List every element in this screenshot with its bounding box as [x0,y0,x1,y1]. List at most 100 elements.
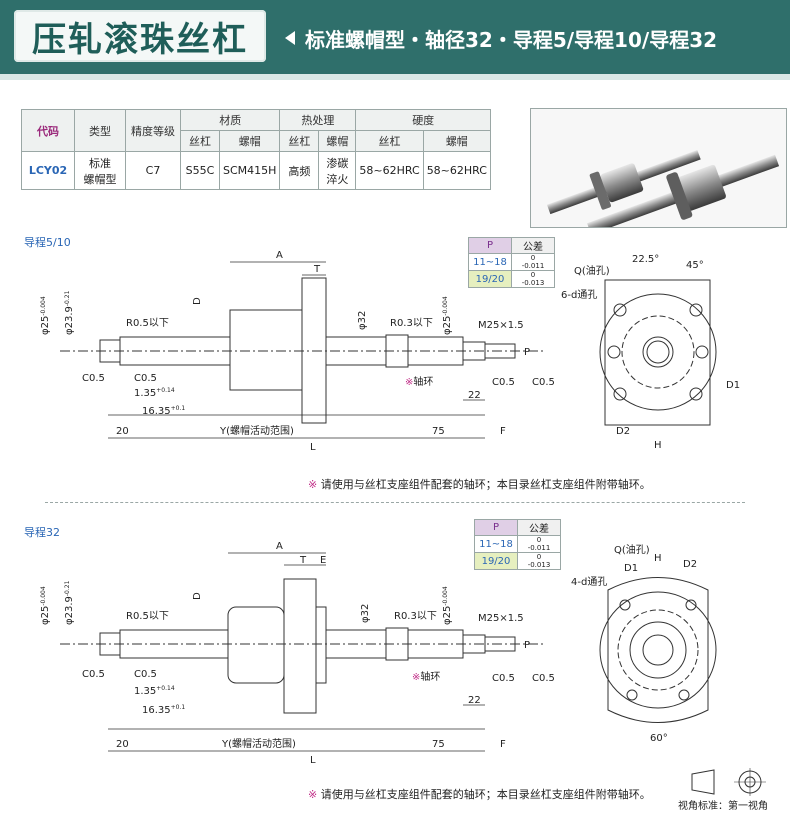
th-code: 代码 [21,109,75,152]
nut2-body [227,606,285,684]
note-1-star: ※ [308,478,318,491]
label-c05-b: C0.5 [134,373,157,384]
drawing-lead32: φ25-0.004 φ23.9-0.21 D φ32 φ25-0.004 R0.… [40,541,717,766]
label-20: 20 [116,426,129,437]
dim2-d239: φ23.9-0.21 [64,580,75,625]
end-view-bore [642,336,674,368]
tol2-lower-2: -0.013 [527,561,551,569]
dim-d25-right: φ25-0.004 [442,296,453,335]
label-p: P [524,347,530,358]
label-d1: D1 [726,380,740,391]
cell-code: LCY02 [21,151,75,190]
tol2-upper-2: 0 [536,553,542,561]
tol2-h-tol: 公差 [517,519,561,536]
page-title: 压轧滚珠丝杠 [32,19,248,60]
end-view2-hole-1 [619,599,631,611]
label2-l: L [310,755,316,766]
type-line1: 标准 [89,156,111,170]
tol1-lower-1: -0.011 [521,262,545,270]
label-f: F [500,426,506,437]
th-type: 类型 [74,109,126,152]
end-view-circle-pcd [621,315,695,389]
label2-r03: R0.3以下 [394,611,437,622]
tol1-lower-2: -0.013 [521,279,545,287]
end-view2-bore [642,634,674,666]
label2-60-deg: 60° [650,733,668,744]
label2-t: T [299,555,307,566]
label2-m25: M25×1.5 [478,613,524,624]
label-collar: ※轴环 [405,375,433,388]
label2-a: A [276,541,283,552]
end-view-hole-2 [689,303,703,317]
first-angle-projection-icon [691,768,766,796]
projection-trapezoid [691,769,715,795]
label-6-d-holes: 6-d通孔 [561,289,597,301]
th-hardness: 硬度 [355,109,491,131]
tol1-val-2: 0-0.013 [511,270,555,288]
drawing-lead5-10: φ25-0.004 φ23.9-0.21 D φ32 φ25-0.004 R0.… [40,250,740,453]
section-label-lead32: 导程32 [24,526,60,539]
note-1: ※ 请使用与丝杠支座组件配套的轴环；本目录丝杠支座组件附带轴环。 [308,476,651,492]
dim2-d32: φ32 [360,604,371,623]
end-view-bore-inner [646,340,670,364]
label-c05-c: C0.5 [492,377,515,388]
spec-table: 代码 类型 精度等级 材质 热处理 硬度 丝杠 螺帽 丝杠 螺帽 丝杠 螺帽 L… [21,109,491,190]
heat-nut-line1: 渗碳 [326,156,349,170]
label-q-oil-hole: Q(油孔) [574,264,610,277]
label-h: H [654,440,662,451]
label-c05-a: C0.5 [82,373,105,384]
end-view2-hole-4 [678,689,690,701]
label2-4-d-holes: 4-d通孔 [571,576,607,588]
end-view2-hole-2 [685,599,697,611]
dim2-d25-right: φ25-0.004 [442,586,453,625]
label-c05-d: C0.5 [532,377,555,388]
label2-1-35: 1.35+0.14 [134,685,175,697]
cell-heat-nut: 渗碳淬火 [318,151,357,190]
label-a: A [276,250,283,261]
th-hardness-nut: 螺帽 [422,130,491,152]
heat-nut-line2: 淬火 [326,172,349,186]
label-d2: D2 [616,426,630,437]
th-grade: 精度等级 [125,109,181,152]
label2-e: E [320,555,326,566]
end-view-hole-1 [613,303,627,317]
label-r05: R0.5以下 [126,318,169,329]
label2-16-35: 16.35+0.1 [142,704,185,716]
page-header: 压轧滚珠丝杠 标准螺帽型・轴径32・导程5/导程10/导程32 [0,0,790,80]
page-subtitle: 标准螺帽型・轴径32・导程5/导程10/导程32 [285,20,717,56]
cell-type: 标准螺帽型 [74,151,126,190]
tol2-val-2: 0-0.013 [517,552,561,570]
label-1-35: 1.35+0.14 [134,387,175,399]
label2-c05-b: C0.5 [134,669,157,680]
label2-r05: R0.5以下 [126,611,169,622]
label2-h: H [654,553,662,564]
end-view-hole-6 [695,345,709,359]
th-heat-nut: 螺帽 [318,130,357,152]
end-view-circle-d1 [599,293,717,411]
dim-d32: φ32 [357,311,368,330]
note-2: ※ 请使用与丝杠支座组件配套的轴环；本目录丝杠支座组件附带轴环。 [308,786,651,802]
th-hardness-screw: 丝杠 [355,130,424,152]
note-2-text: 请使用与丝杠支座组件配套的轴环；本目录丝杠支座组件附带轴环。 [320,788,651,801]
label-22: 22 [468,390,481,401]
nut-body [229,309,303,391]
dim2-d-nut: D [192,592,203,600]
section-divider [45,502,745,503]
label-y: Y(螺帽活动范围) [219,424,294,437]
th-heat-screw: 丝杠 [279,130,320,152]
cell-hardness-nut: 58~62HRC [422,151,491,190]
cell-material-screw: S55C [180,151,220,190]
end-view2-circle-pcd [617,609,699,691]
cell-heat-screw: 高频 [279,151,320,190]
label2-c05-d: C0.5 [532,673,555,684]
label-45-deg: 45° [686,260,704,271]
dim2-d25: φ25-0.004 [40,586,51,625]
th-material-screw: 丝杠 [180,130,220,152]
label2-d1: D1 [624,563,638,574]
label-r03: R0.3以下 [390,318,433,329]
end-view-hole-5 [607,345,621,359]
tol1-range-2: 19/20 [468,270,512,288]
end-view2-circle-inner [629,621,687,679]
